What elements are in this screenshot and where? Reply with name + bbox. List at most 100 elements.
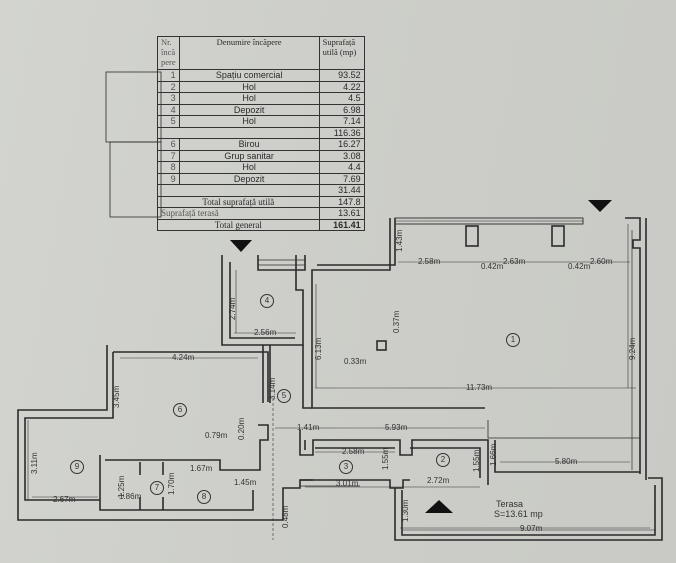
room-marker-3: 3 — [339, 460, 353, 474]
room-marker-7: 7 — [150, 481, 164, 495]
dim-label: 0.42m — [568, 262, 591, 271]
room-area: 4.5 — [318, 92, 365, 105]
dim-label: 1.41m — [297, 423, 320, 432]
dim-label: 1.25m — [117, 475, 126, 498]
header-name: Denumire încăpere — [178, 36, 320, 70]
dim-label: 2.60m — [590, 257, 613, 266]
subtotal-value: 116.36 — [318, 126, 365, 139]
dim-label: 1.45m — [234, 478, 257, 487]
terrace-label: Suprafață terasă — [157, 207, 320, 220]
dim-label: 1.43m — [395, 229, 404, 252]
room-name: Hol — [178, 80, 320, 93]
room-nr: 5 — [157, 115, 180, 128]
dim-label: 1.66m — [489, 443, 498, 466]
room-area: 7.69 — [318, 172, 365, 185]
subtotal-row: 31.44 — [157, 184, 365, 197]
room-nr: 2 — [157, 80, 180, 93]
terrace-title: Terasa — [496, 499, 524, 509]
room-area: 16.27 — [318, 138, 365, 151]
dim-label: 9.07m — [520, 524, 543, 533]
room-nr: 9 — [157, 172, 180, 185]
dim-label: 3.01m — [336, 479, 359, 488]
room-area: 3.08 — [318, 149, 365, 162]
room-name: Hol — [178, 115, 320, 128]
dim-label: 1.86m — [119, 492, 142, 501]
room-marker-5: 5 — [277, 389, 291, 403]
room-name: Depozit — [178, 172, 320, 185]
dim-label: 2.63m — [503, 257, 526, 266]
room-nr: 4 — [157, 103, 180, 116]
subtotal-row: 116.36 — [157, 126, 365, 139]
dim-label: 1.70m — [167, 472, 176, 495]
room-name: Birou — [178, 138, 320, 151]
room-marker-4: 4 — [260, 294, 274, 308]
dim-label: 2.67m — [53, 495, 76, 504]
dim-label: 0.33m — [344, 357, 367, 366]
dim-label: 3.11m — [30, 452, 39, 474]
dim-label: 4.24m — [172, 353, 195, 362]
room-area: 7.14 — [318, 115, 365, 128]
room-nr: 8 — [157, 161, 180, 174]
room-nr: 7 — [157, 149, 180, 162]
dim-label: 0.42m — [481, 262, 504, 271]
dim-label: 1.55m — [472, 449, 481, 472]
grand-total-label: Total general — [157, 218, 320, 231]
terrace-value: 13.61 — [318, 207, 365, 220]
room-nr: 1 — [157, 69, 180, 82]
room-marker-9: 9 — [70, 460, 84, 474]
total-useful-value: 147.8 — [318, 195, 365, 208]
dim-label: 1.67m — [190, 464, 213, 473]
terrace-area: S=13.61 mp — [494, 509, 543, 519]
dim-label: 0.79m — [205, 431, 228, 440]
dim-label: 3.45m — [112, 385, 121, 408]
dim-label: 0.48m — [281, 505, 290, 528]
header-area: Suprafață utilă (mp) — [318, 36, 365, 70]
dim-label: 1.30m — [401, 499, 410, 522]
room-area-table: Nr. încă pere Denumire încăpere Suprafaț… — [157, 36, 365, 231]
dim-label: 2.58m — [342, 447, 365, 456]
dim-label: 3.14m — [268, 377, 277, 400]
total-useful-label: Total suprafață utilă — [157, 195, 320, 208]
room-name: Hol — [178, 92, 320, 105]
room-name: Hol — [178, 161, 320, 174]
dim-label: 11.73m — [466, 383, 493, 392]
header-nr: Nr. încă pere — [157, 36, 180, 70]
room-area: 93.52 — [318, 69, 365, 82]
room-name: Spațiu comercial — [178, 69, 320, 82]
room-marker-8: 8 — [197, 490, 211, 504]
room-marker-1: 1 — [506, 333, 520, 347]
dim-label: 1.55m — [381, 447, 390, 470]
dim-label: 2.58m — [418, 257, 441, 266]
room-name: Depozit — [178, 103, 320, 116]
dim-label: 0.37m — [392, 310, 401, 333]
grand-total-value: 161.41 — [318, 218, 365, 231]
dim-label: 5.80m — [555, 457, 578, 466]
room-marker-6: 6 — [173, 403, 187, 417]
dim-label: 6.13m — [314, 337, 323, 360]
dim-label: 2.72m — [427, 476, 450, 485]
room-marker-2: 2 — [436, 453, 450, 467]
room-area: 6.98 — [318, 103, 365, 116]
dim-label: 5.93m — [385, 423, 408, 432]
dim-label: 2.74m — [228, 297, 237, 320]
room-area: 4.22 — [318, 80, 365, 93]
room-name: Grup sanitar — [178, 149, 320, 162]
room-nr: 3 — [157, 92, 180, 105]
subtotal-value: 31.44 — [318, 184, 365, 197]
room-area: 4.4 — [318, 161, 365, 174]
dim-label: 9.24m — [628, 337, 637, 360]
room-nr: 6 — [157, 138, 180, 151]
